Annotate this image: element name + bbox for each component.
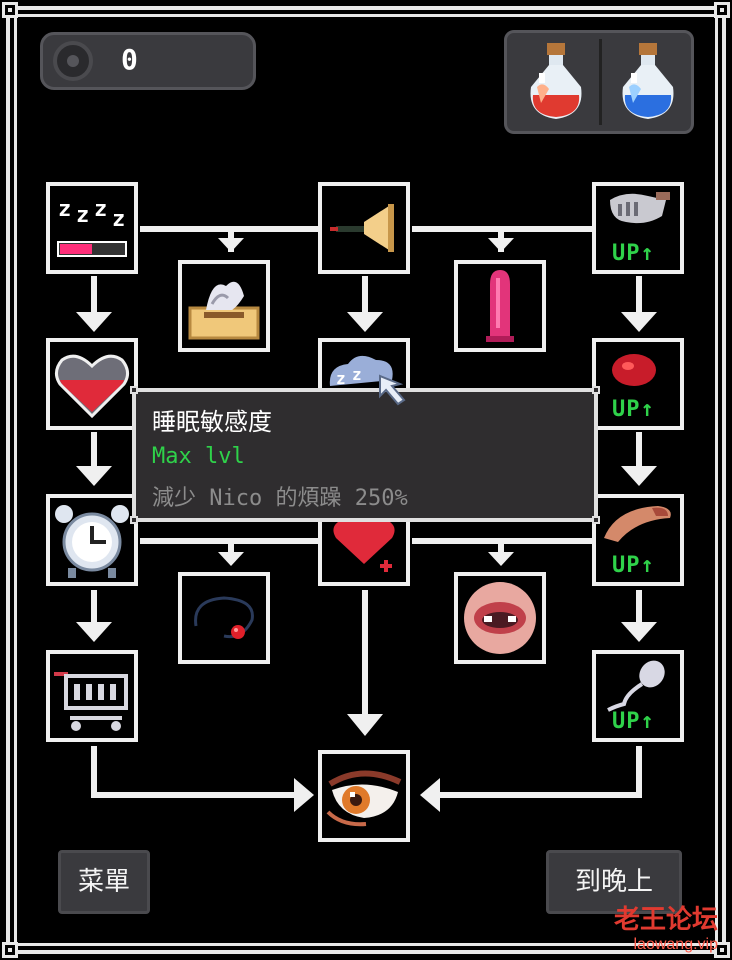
svg-text:z: z — [112, 207, 125, 232]
condom-node[interactable] — [454, 260, 546, 352]
connector-line — [498, 544, 504, 562]
svg-text:z: z — [76, 203, 89, 228]
svg-text:z: z — [336, 369, 346, 388]
watermark-cn: 老王论坛 — [613, 905, 718, 935]
sleep-cloud-icon: z z — [329, 355, 393, 388]
connector-line — [434, 792, 642, 798]
red-up-node[interactable]: UP↑ — [592, 338, 684, 430]
cursor-icon — [379, 374, 406, 406]
condom-icon — [486, 270, 514, 342]
heart-plus-icon — [333, 522, 395, 572]
heart-icon — [55, 354, 129, 419]
svg-text:z: z — [352, 365, 362, 384]
coin-count: 0 — [121, 43, 138, 76]
frame-corner — [714, 942, 730, 958]
blue-potion-icon[interactable] — [605, 37, 691, 127]
up-badge: UP↑ — [612, 709, 655, 734]
eye-icon — [326, 770, 402, 827]
watermark-en: laowang.vip — [633, 936, 719, 953]
connector-line — [91, 590, 97, 636]
bead-icon — [194, 596, 254, 639]
frame-corner — [714, 2, 730, 18]
connector-line — [412, 226, 592, 232]
tongue-up-node[interactable]: UP↑ — [592, 494, 684, 586]
tooltip-description: 減少 Nico 的煩躁 250% — [152, 486, 408, 511]
tooltip-corner — [130, 386, 138, 394]
connector-line — [636, 276, 642, 326]
tooltip-corner — [592, 386, 600, 394]
coin-icon — [53, 41, 93, 81]
flashlight-node[interactable] — [318, 182, 410, 274]
mouth-node[interactable] — [454, 572, 546, 664]
to-night-button[interactable]: 到晚上 — [546, 850, 682, 914]
connector-line — [362, 590, 368, 720]
frame-corner — [2, 942, 18, 958]
svg-text:z: z — [58, 197, 71, 222]
red-potion-icon[interactable] — [513, 37, 599, 127]
potion-inventory — [504, 30, 694, 134]
cart-node[interactable] — [46, 650, 138, 742]
connector-line — [228, 544, 234, 562]
up-badge: UP↑ — [612, 553, 655, 578]
connector-line — [636, 590, 642, 636]
coin-counter: 0 — [40, 32, 256, 90]
tooltip-level: Max lvl — [152, 444, 245, 469]
connector-line — [228, 232, 234, 252]
connector-line — [498, 232, 504, 252]
connector-line — [636, 746, 642, 796]
connector-line — [91, 746, 97, 796]
connector-line — [91, 792, 301, 798]
frame-corner — [2, 2, 18, 18]
eye-node[interactable] — [318, 750, 410, 842]
alarm-clock-node[interactable] — [46, 494, 138, 586]
connector-line — [412, 538, 592, 544]
up-badge: UP↑ — [612, 241, 655, 266]
svg-text:z: z — [94, 197, 107, 222]
watermark: 老王论坛 laowang.vip — [614, 899, 718, 954]
tongue-icon — [604, 506, 671, 542]
hand-up-node[interactable]: UP↑ — [592, 182, 684, 274]
bead-node[interactable] — [178, 572, 270, 664]
sperm-icon — [607, 660, 665, 712]
tooltip-corner — [592, 516, 600, 524]
tissue-box-icon — [188, 281, 260, 340]
tooltip-title: 睡眠敏感度 — [152, 408, 272, 436]
sleep-node[interactable]: z z z z — [46, 182, 138, 274]
connector-line — [362, 276, 368, 326]
inner-frame — [14, 14, 718, 946]
flashlight-icon — [330, 204, 394, 252]
hand-icon — [610, 192, 670, 224]
up-badge: UP↑ — [612, 397, 655, 422]
sperm-up-node[interactable]: UP↑ — [592, 650, 684, 742]
shopping-cart-icon — [54, 672, 128, 731]
alarm-clock-icon — [55, 505, 129, 578]
skill-tooltip: 睡眠敏感度 Max lvl 減少 Nico 的煩躁 250% — [130, 386, 600, 524]
tissue-box-node[interactable] — [178, 260, 270, 352]
connector-line — [140, 538, 318, 544]
menu-button[interactable]: 菜單 — [58, 850, 150, 914]
potion-divider — [599, 39, 602, 125]
connector-line — [91, 432, 97, 482]
connector-line — [140, 226, 318, 232]
heart-node[interactable] — [46, 338, 138, 430]
sleep-zzz-icon: z z z z — [57, 197, 127, 257]
connector-line — [636, 432, 642, 482]
mouth-icon — [464, 582, 536, 654]
connector-line — [91, 276, 97, 326]
red-blob-icon — [612, 354, 656, 386]
tooltip-corner — [130, 516, 138, 524]
